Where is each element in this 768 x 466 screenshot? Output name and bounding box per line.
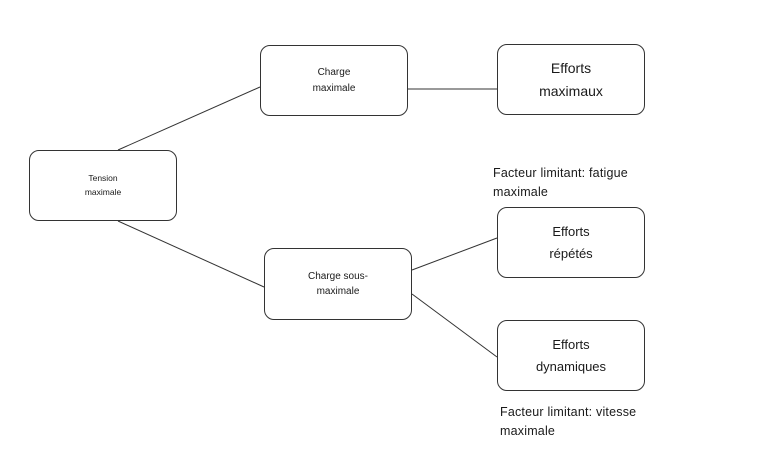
note-vitesse-line1: Facteur limitant: vitesse [500,405,637,419]
connector-charge-sous-efforts-rep [411,237,498,271]
node-charge-sous-line1: Charge sous- [307,270,369,282]
node-charge-sous-maximale: Charge sous- maximale [264,248,412,320]
node-charge-max-line2: maximale [312,82,356,94]
connector-tension-charge-sous [117,220,265,288]
node-tension-line1: Tension [88,173,118,184]
note-vitesse-line2: maximale [500,424,556,439]
note-fatigue-line2: maximale [493,185,549,200]
node-efforts-maximaux: Efforts maximaux [497,44,645,115]
node-efforts-dyn-line1: Efforts [552,337,590,353]
node-efforts-dyn-line2: dynamiques [535,358,607,374]
node-efforts-rep-line2: répétés [549,245,593,261]
node-tension-line2: maximale [84,186,122,197]
node-efforts-rep-line1: Efforts [552,224,590,240]
node-charge-sous-line2: maximale [316,286,360,297]
node-efforts-max-line2: maximaux [539,82,603,99]
connector-tension-charge-max [117,86,261,151]
node-efforts-repetes: Efforts répétés [497,207,645,278]
note-facteur-limitant-fatigue: Facteur limitant: fatigue maximale [493,164,628,203]
node-tension-maximale: Tension maximale [29,150,177,221]
node-charge-maximale: Charge maximale [260,45,408,116]
connector-charge-sous-efforts-dyn [411,293,498,358]
node-charge-max-line1: Charge [317,67,351,78]
node-efforts-dynamiques: Efforts dynamiques [497,320,645,391]
note-facteur-limitant-vitesse: Facteur limitant: vitesse maximale [500,403,636,442]
note-fatigue-line1: Facteur limitant: fatigue [493,166,628,180]
node-efforts-max-line1: Efforts [550,60,592,77]
